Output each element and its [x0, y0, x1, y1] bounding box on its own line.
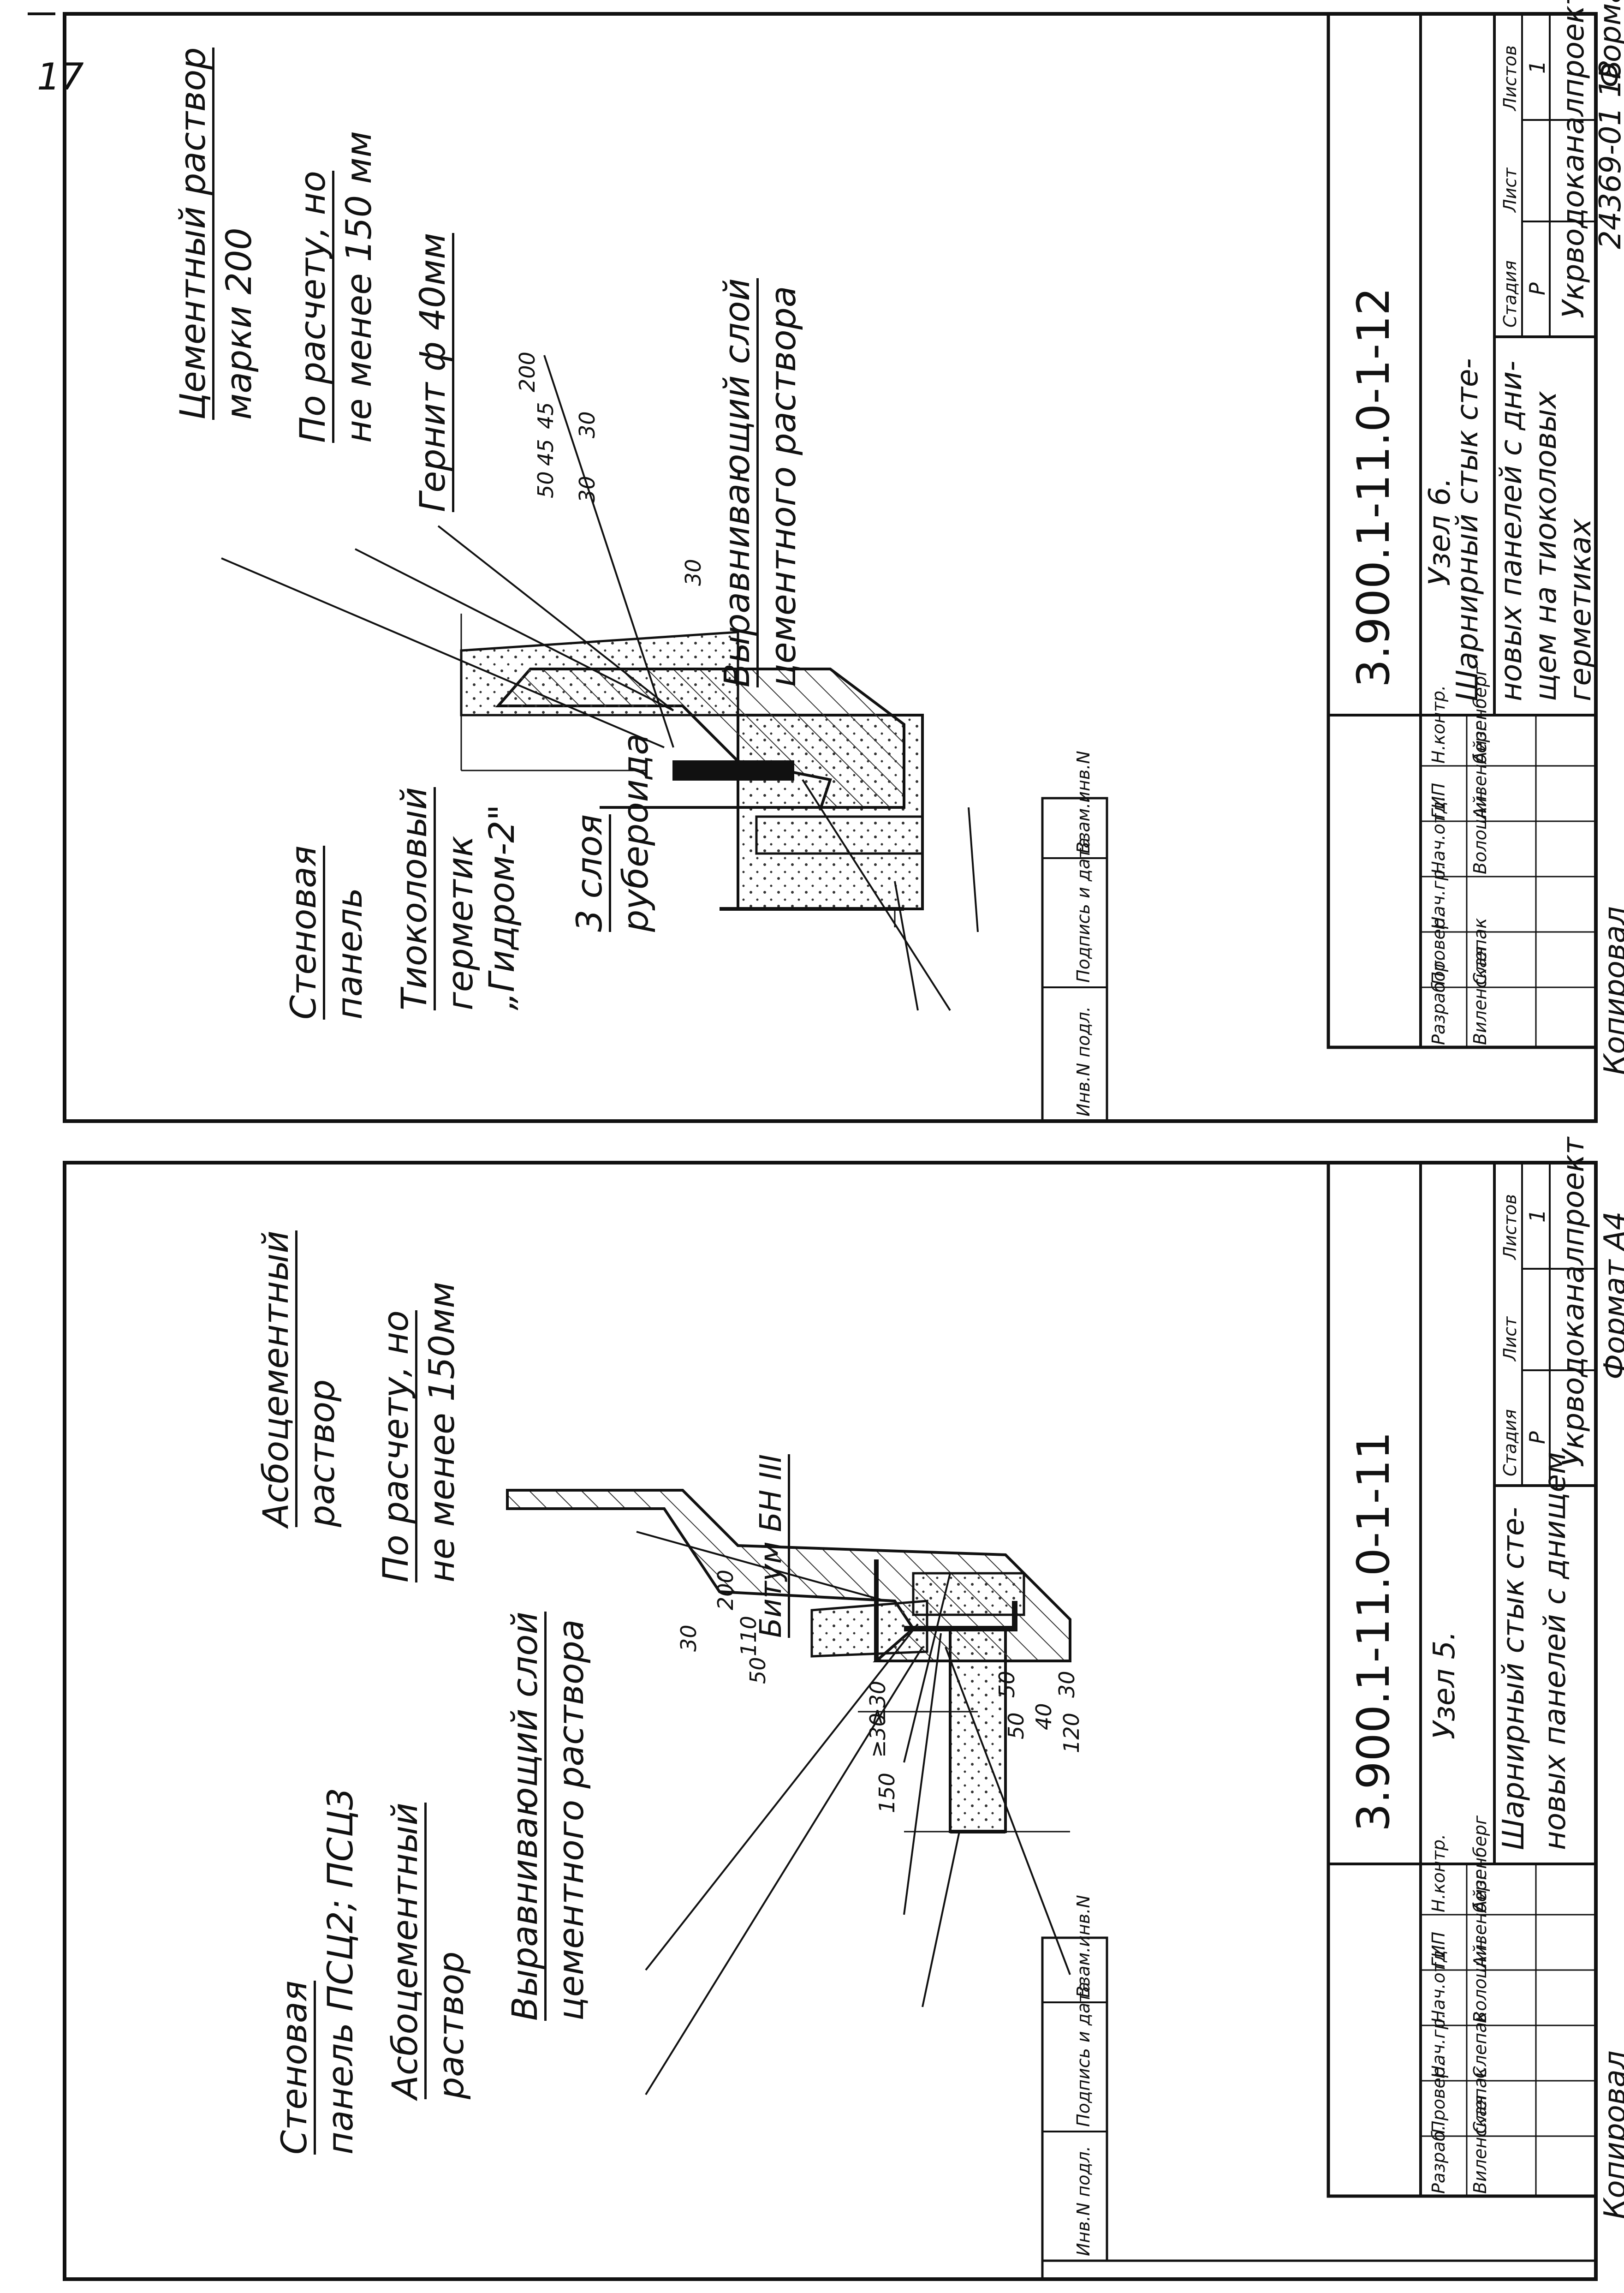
sheet-11-org: Укрводоканалпроект	[1557, 1137, 1591, 1467]
margin-podpis-11: Подпись и дата	[1073, 1982, 1094, 2127]
dim-label: 50	[745, 1657, 770, 1684]
dim-label: 45	[533, 402, 558, 429]
sheet-11-wall-panel-callout: Стеновая	[274, 1980, 316, 2155]
sheet-12-title-4: щем на тиоколовых	[1529, 391, 1563, 701]
margin-vzam-11: Взам.инв.N	[1073, 1895, 1094, 1998]
sheet-12-sheets-val: 1	[1525, 60, 1550, 74]
sheet-12-title-3: новых панелей с дни-	[1494, 360, 1529, 701]
sheet-12-gernit-callout: Гернит ф 40мм	[412, 233, 454, 512]
dim-label: 110	[736, 1616, 761, 1656]
sheet-11-asbestos-top-callout: Асбоцементный	[255, 1230, 297, 1527]
sheet-12-col-sheet: Лист	[1500, 167, 1520, 212]
dim-label: 120	[1059, 1713, 1084, 1753]
sheet-11-title-block	[1327, 1161, 1598, 2198]
margin-vzam-12: Взам.инв.N	[1073, 751, 1094, 854]
sheet-11-role: Н.контр.	[1428, 1833, 1449, 1912]
sheet-12-role: ГИП	[1428, 782, 1449, 819]
sheet-11-wall-panel-callout-2: панель ПСЦ2; ПСЦ3	[320, 1787, 361, 2155]
sheet-11-drawing-code: 3.900.1-11.0-1-11	[1348, 1431, 1399, 1832]
sheet-12-title-2: Шарнирный стык сте-	[1451, 358, 1485, 701]
sheet-11-asbestos-left-callout: Асбоцементный	[384, 1803, 427, 2099]
sheet-11-calc-callout: По расчету, но	[375, 1310, 417, 1582]
sheet-12-leveling-callout-2: цементного раствора	[762, 286, 803, 687]
sheet-12-format: Формат А4	[1594, 0, 1624, 88]
sheet-11-asbestos-top-callout-2: раствор	[301, 1379, 342, 1527]
sheet-11-stage-val: Р	[1525, 1431, 1550, 1444]
sheet-12-ruberoid-callout: 3 слоя	[569, 814, 611, 932]
dim-label: 40	[1031, 1703, 1056, 1730]
margin-inv-podl-11: Инв.N подл.	[1073, 2146, 1094, 2256]
sheet-12-leveling-callout: Выравнивающий слой	[716, 278, 759, 687]
sheet-11-name: Айзенберг	[1470, 1815, 1490, 1912]
sheet-12-wall-panel-callout-2: панель	[329, 887, 370, 1020]
sheet-12-role: Н.контр.	[1428, 685, 1449, 764]
sheet-11-leveling-callout: Выравнивающий слой	[504, 1612, 547, 2021]
dim-label: ≥30	[865, 1713, 890, 1758]
sheet-11-sheets-val: 1	[1525, 1209, 1550, 1223]
sheet-11-format: Формат А4	[1598, 1211, 1624, 1380]
sheet-11-copied: Копировал	[1598, 2050, 1624, 2219]
dim-label: 50	[533, 471, 558, 498]
sheet-12-title-5: герметиках	[1564, 519, 1598, 701]
sheet-11-col-sheet: Лист	[1500, 1316, 1520, 1361]
sheet-12-ruberoid-callout-2: рубероида	[615, 733, 656, 932]
sheet-12-copied: Копировал	[1598, 906, 1624, 1075]
sheet-12-detail	[221, 355, 979, 1011]
sheet-12-calc-callout-2: не менее 150 мм	[338, 131, 379, 443]
sheet-11-col-sheets: Листов	[1500, 1194, 1520, 1260]
sheet-11-title-3: новых панелей с днищем	[1538, 1451, 1572, 1850]
dim-label: 50	[1004, 1712, 1029, 1739]
sheet-12-thiokol-callout-2: герметик	[440, 836, 481, 1010]
sheet-11-detail	[506, 1489, 1071, 2096]
sheet-12-thiokol-callout: Тиоколовый	[393, 787, 436, 1010]
sheet-12-col-stage: Стадия	[1500, 260, 1520, 328]
sheet-11-role: Разраб.	[1428, 2125, 1449, 2194]
sheet-11-col-stage: Стадия	[1500, 1409, 1520, 1476]
sheet-11-role: ГИП	[1428, 1931, 1449, 1968]
dim-label: 30	[676, 1624, 701, 1652]
sheet-12-name: Слепак	[1470, 918, 1490, 985]
sheet-11-title-2: Шарнирный стык сте-	[1497, 1507, 1531, 1850]
sheet-12-cement-top-callout: Цементный раствор	[172, 47, 214, 420]
dim-label: 30	[681, 559, 706, 586]
dim-label: 150	[874, 1773, 899, 1813]
sheet-12-wall-panel-callout: Стеновая	[283, 845, 325, 1020]
dim-label: 30	[1054, 1671, 1079, 1698]
dim-label: 45	[533, 439, 558, 466]
sheet-12-stage-val: Р	[1525, 282, 1550, 295]
sheet-11-title-1: Узел 5.	[1428, 1631, 1462, 1739]
page-number: 17	[37, 55, 84, 98]
sheet-12-name: Айзенберг	[1470, 666, 1490, 764]
margin-podpis-12: Подпись и дата	[1073, 837, 1094, 983]
sheet-12-col-sheets: Листов	[1500, 45, 1520, 111]
dim-label: 200	[713, 1570, 738, 1610]
sheet-12-doc-no: 24369-01 18	[1594, 60, 1624, 249]
sheet-11-asbestos-left-callout-2: раствор	[430, 1951, 471, 2099]
sheet-12-calc-callout: По расчету, но	[292, 171, 334, 443]
margin-inv-podl-12: Инв.N подл.	[1073, 1006, 1094, 1117]
sheet-12-drawing-code: 3.900.1-11.0-1-12	[1348, 287, 1399, 687]
dim-label: 30	[575, 476, 600, 503]
sheet-12-org: Укрводоканалпроект	[1557, 0, 1591, 318]
sheet-12-thiokol-callout-3: „Гидром-2"	[481, 804, 522, 1010]
sheet-11-leveling-callout-2: цементного раствора	[550, 1619, 591, 2021]
sheet-11-bitumen-callout: Битум БН III	[754, 1454, 790, 1638]
sheet-12-cement-top-callout-2: марки 200	[218, 227, 259, 420]
sheet-11-calc-callout-2: не менее 150мм	[421, 1282, 462, 1582]
sheet-12-title-block	[1327, 12, 1598, 1049]
dim-label: 50	[994, 1671, 1019, 1698]
dim-label: 200	[515, 352, 540, 392]
dim-label: 30	[575, 411, 600, 438]
